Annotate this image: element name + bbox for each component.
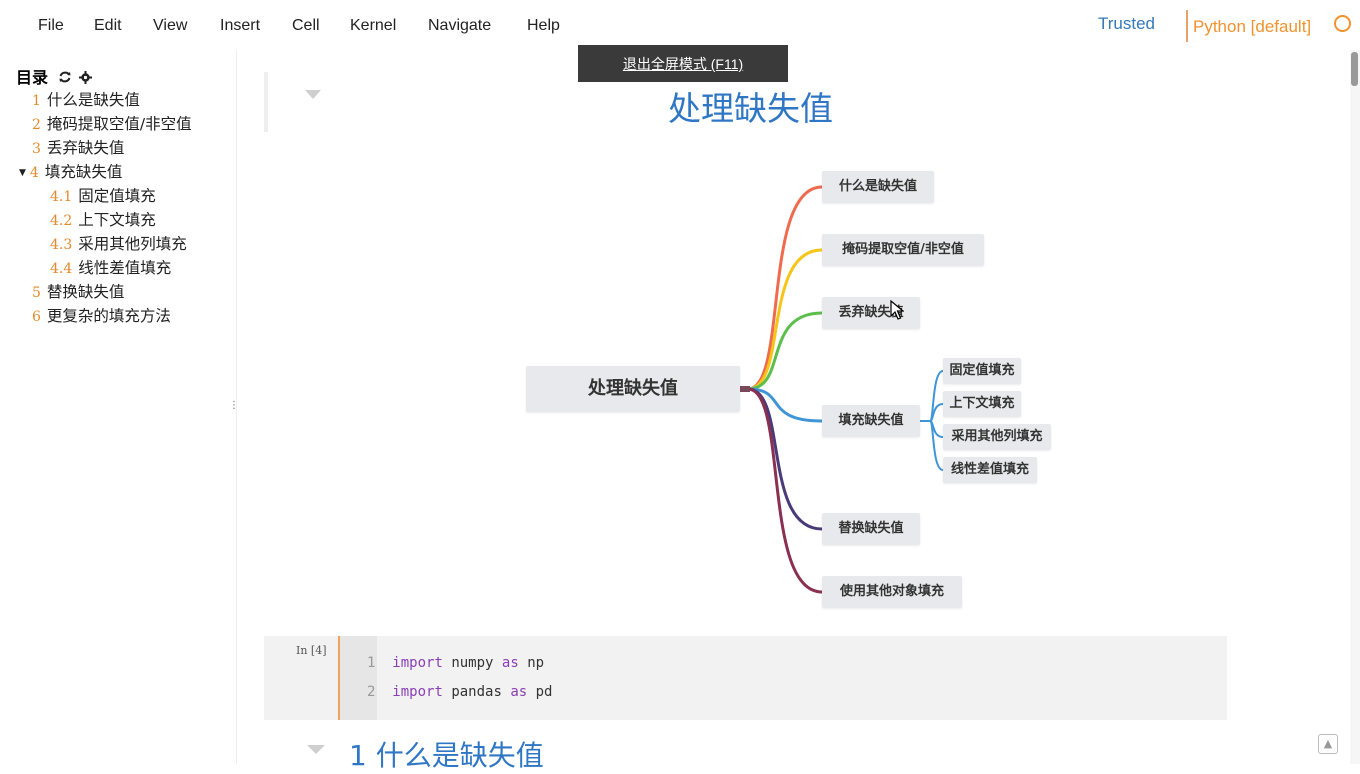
toc-resize-handle[interactable]: ⋮ <box>229 400 239 412</box>
trusted-indicator[interactable]: Trusted <box>1098 14 1156 33</box>
kernel-idle-icon <box>1334 15 1351 32</box>
mindmap-root-node: 处理缺失值 <box>526 366 740 412</box>
mindmap-branch-node: 丢弃缺失值 <box>822 297 920 329</box>
exit-fullscreen-tooltip[interactable]: 退出全屏模式 (F11) <box>578 45 788 82</box>
menu-help[interactable]: Help <box>527 17 560 34</box>
mindmap-branch-node: 掩码提取空值/非空值 <box>822 234 984 266</box>
notebook-title: 处理缺失值 <box>668 89 833 128</box>
mindmap-sub-node: 线性差值填充 <box>943 457 1037 483</box>
refresh-icon[interactable] <box>58 70 72 84</box>
vertical-scrollbar[interactable] <box>1350 50 1360 764</box>
section-heading: 1 什么是缺失值 <box>349 739 544 772</box>
toc-sidebar <box>0 50 237 764</box>
code-line-1[interactable]: 1 import numpy as np <box>367 655 545 671</box>
cell-selection-bar <box>338 636 340 720</box>
scroll-to-top-icon[interactable]: ▲ <box>1318 734 1338 754</box>
menu-navigate[interactable]: Navigate <box>428 17 492 34</box>
menu-view[interactable]: View <box>153 17 188 34</box>
kernel-name[interactable]: Python [default] <box>1193 17 1312 36</box>
menu-file[interactable]: File <box>38 17 64 34</box>
collapse-heading-icon[interactable] <box>305 90 321 99</box>
kernel-separator <box>1186 10 1188 42</box>
gear-icon[interactable] <box>79 71 93 84</box>
menu-kernel[interactable]: Kernel <box>350 17 397 34</box>
code-cell-prompt: In [4] <box>296 644 327 657</box>
mindmap-sub-node: 固定值填充 <box>943 358 1021 384</box>
code-cell[interactable] <box>264 636 1227 720</box>
collapse-section-icon[interactable] <box>307 745 325 754</box>
caret-down-icon[interactable]: ▼ <box>19 168 26 178</box>
code-line-2[interactable]: 2 import pandas as pd <box>367 684 553 700</box>
mindmap-sub-node: 上下文填充 <box>943 391 1021 417</box>
mindmap-branch-node: 什么是缺失值 <box>822 171 934 203</box>
toc-title: 目录 <box>16 68 49 87</box>
mindmap-branch-node: 填充缺失值 <box>822 405 920 437</box>
menu-cell[interactable]: Cell <box>292 17 320 34</box>
line-number-gutter <box>340 636 377 720</box>
scrollbar-thumb[interactable] <box>1351 52 1358 86</box>
mouse-cursor-icon <box>890 300 904 320</box>
menu-edit[interactable]: Edit <box>94 17 122 34</box>
toc-header: 目录 <box>16 64 93 88</box>
markdown-cell-prompt <box>264 72 268 132</box>
mindmap-branch-node: 使用其他对象填充 <box>822 576 962 608</box>
mindmap-sub-node: 采用其他列填充 <box>943 424 1051 450</box>
mindmap-branch-node: 替换缺失值 <box>822 513 920 545</box>
menu-insert[interactable]: Insert <box>220 17 261 34</box>
menubar: File Edit View Insert Cell Kernel Naviga… <box>0 0 1360 50</box>
